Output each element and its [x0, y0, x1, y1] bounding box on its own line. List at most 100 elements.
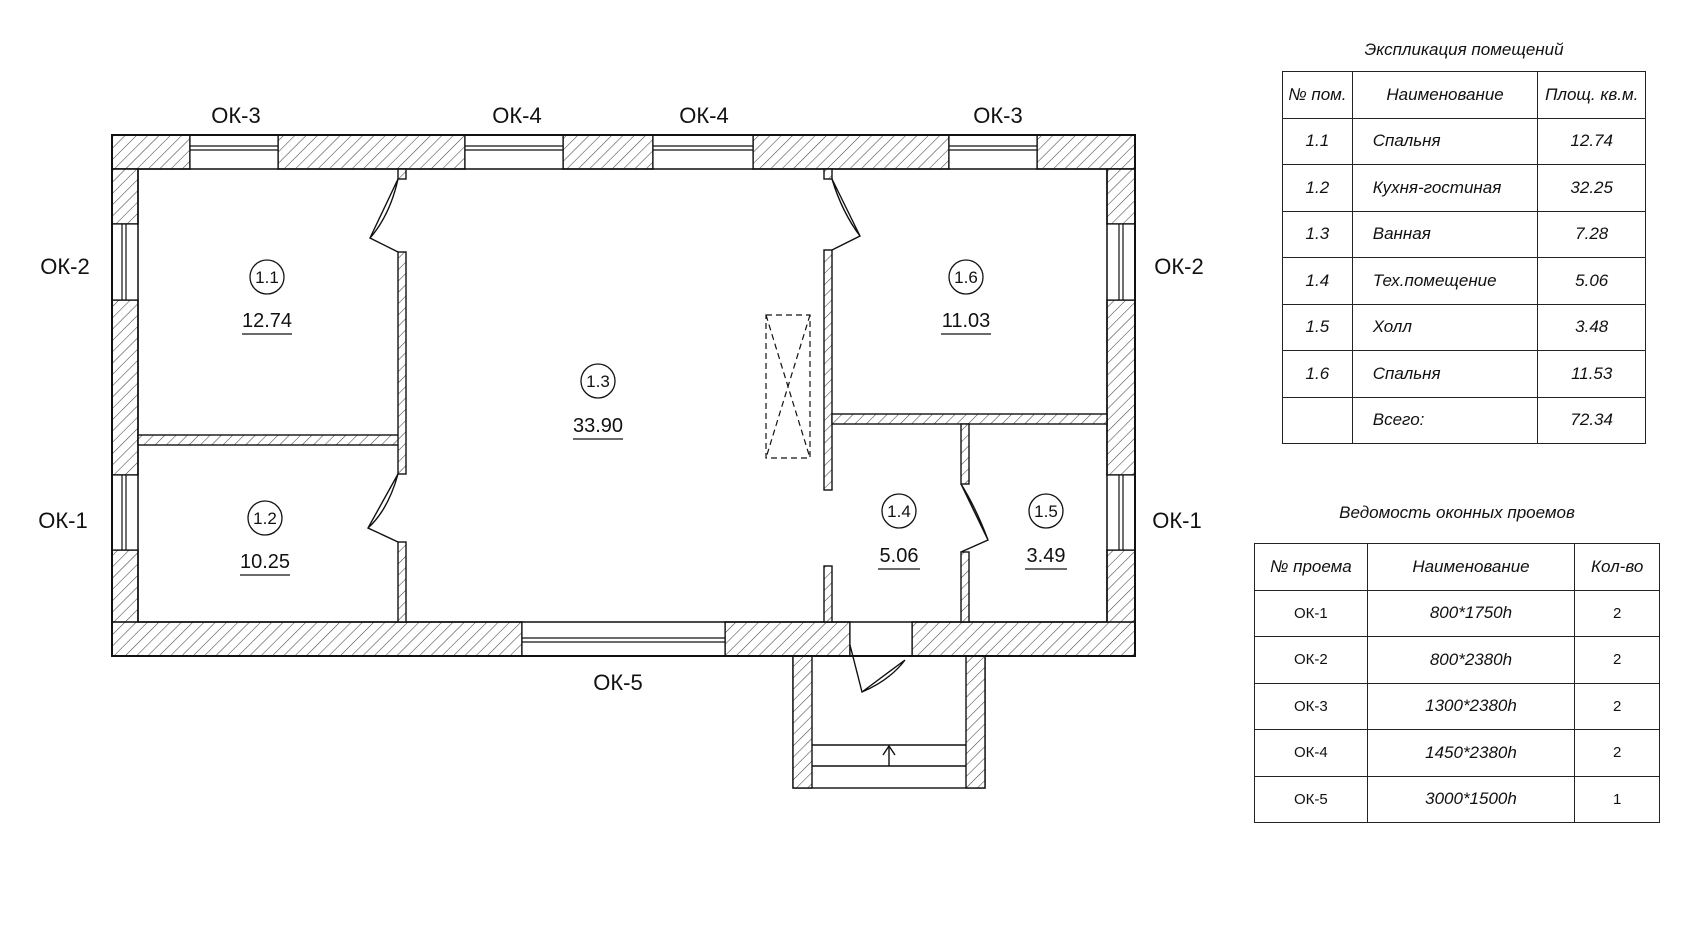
table-header-row: № проема Наименование Кол-во — [1254, 543, 1660, 591]
room-area: 3.49 — [1027, 545, 1066, 567]
table-row: ОК-1 800*1750h 2 — [1254, 589, 1660, 637]
header-cell: № проема — [1254, 543, 1368, 591]
room-1-5: 1.5 3.49 — [1025, 493, 1067, 570]
table-cell — [1282, 396, 1353, 444]
header-cell: № пом. — [1282, 71, 1353, 119]
table-cell: 800*2380h — [1366, 636, 1576, 684]
table-row: 1.3 Ванная 7.28 — [1282, 210, 1646, 258]
wall-top-5 — [1036, 134, 1136, 170]
window-top-1 — [189, 134, 279, 170]
door-entrance — [849, 644, 906, 694]
windows — [111, 134, 1136, 657]
wall-bottom-2 — [724, 621, 851, 657]
room-number: 1.2 — [253, 509, 277, 528]
table-row: ОК-3 1300*2380h 2 — [1254, 682, 1660, 730]
label-top-left: ОК-3 — [211, 103, 261, 128]
wall-right-1 — [1106, 168, 1136, 225]
table-header-row: № пом. Наименование Площ. кв.м. — [1282, 71, 1646, 119]
table-cell: 1.5 — [1282, 303, 1353, 351]
wall-int-v-right-top — [823, 168, 833, 180]
wall-left-1 — [111, 168, 139, 225]
room-area: 33.90 — [573, 415, 623, 437]
table-cell: Всего: — [1351, 396, 1539, 444]
wall-bottom-3 — [911, 621, 1136, 657]
window-left-1 — [111, 223, 139, 301]
wall-top-1 — [111, 134, 191, 170]
table-cell: 1.3 — [1282, 210, 1353, 258]
table-row: 1.6 Спальня 11.53 — [1282, 350, 1646, 398]
table-cell: ОК-3 — [1254, 682, 1368, 730]
room-area: 12.74 — [242, 310, 292, 332]
room-1-2: 1.2 10.25 — [240, 500, 290, 576]
window-bottom — [521, 621, 726, 657]
table-cell: 1.1 — [1282, 117, 1353, 165]
room-area: 5.06 — [880, 545, 919, 567]
table-cell: Холл — [1351, 303, 1539, 351]
table-total-row: Всего: 72.34 — [1282, 396, 1646, 444]
table-cell: 32.25 — [1537, 164, 1646, 212]
header-cell: Наименование — [1351, 71, 1539, 119]
table-cell: 2 — [1574, 589, 1660, 637]
wall-int-v-left-bot — [397, 541, 407, 623]
table-cell: 3000*1500h — [1366, 775, 1576, 823]
table-cell: 12.74 — [1537, 117, 1646, 165]
room-area: 10.25 — [240, 551, 290, 573]
table-row: 1.2 Кухня-гостиная 32.25 — [1282, 164, 1646, 212]
header-cell: Площ. кв.м. — [1537, 71, 1646, 119]
building-outline — [111, 134, 1136, 657]
table-cell: 2 — [1574, 636, 1660, 684]
room-number: 1.4 — [887, 502, 911, 521]
table-cell: ОК-1 — [1254, 589, 1368, 637]
table-cell: 3.48 — [1537, 303, 1646, 351]
label-right-upper: ОК-2 — [1154, 254, 1204, 279]
table-row: 1.4 Тех.помещение 5.06 — [1282, 257, 1646, 305]
wall-bottom-1 — [111, 621, 523, 657]
table-cell: ОК-2 — [1254, 636, 1368, 684]
table-cell: Спальня — [1351, 350, 1539, 398]
table-cell: ОК-4 — [1254, 729, 1368, 777]
header-cell: Кол-во — [1574, 543, 1660, 591]
table-row: ОК-5 3000*1500h 1 — [1254, 775, 1660, 823]
doors — [367, 178, 989, 694]
room-markers: 1.1 12.74 1.2 10.25 1.3 33.90 1.4 5.06 — [240, 259, 1067, 576]
windows-table: № проема Наименование Кол-во ОК-1 800*17… — [1254, 543, 1660, 823]
table-cell: 7.28 — [1537, 210, 1646, 258]
door-room-1-6 — [831, 178, 861, 251]
window-top-3 — [652, 134, 754, 170]
wall-int-v-left-mid — [397, 251, 407, 475]
table-cell: 1300*2380h — [1366, 682, 1576, 730]
table-cell: 5.06 — [1537, 257, 1646, 305]
room-1-4: 1.4 5.06 — [878, 493, 920, 570]
window-right-1 — [1106, 223, 1136, 301]
wall-top-3 — [562, 134, 654, 170]
window-right-2 — [1106, 474, 1136, 551]
label-bottom: ОК-5 — [593, 670, 643, 695]
label-top-right: ОК-3 — [973, 103, 1023, 128]
label-left-upper: ОК-2 — [40, 254, 90, 279]
table-row: 1.5 Холл 3.48 — [1282, 303, 1646, 351]
table-cell: 72.34 — [1537, 396, 1646, 444]
label-top-mid-left: ОК-4 — [492, 103, 542, 128]
label-top-mid-right: ОК-4 — [679, 103, 729, 128]
building-inner-outline — [137, 168, 1108, 623]
wall-int-h-right — [831, 413, 1108, 425]
wall-left-2 — [111, 299, 139, 476]
table-cell: 1450*2380h — [1366, 729, 1576, 777]
door-room-1-4 — [960, 483, 989, 553]
table-cell: Кухня-гостиная — [1351, 164, 1539, 212]
table-cell: Спальня — [1351, 117, 1539, 165]
table-row: 1.1 Спальня 12.74 — [1282, 117, 1646, 165]
label-right-lower: ОК-1 — [1152, 508, 1202, 533]
wall-int-h-left — [137, 434, 401, 446]
window-labels: ОК-3 ОК-4 ОК-4 ОК-3 ОК-2 ОК-1 ОК-2 ОК-1 … — [38, 103, 1204, 695]
windows-table-title: Ведомость оконных проемов — [1339, 503, 1575, 522]
wall-int-v-left-top — [397, 168, 407, 180]
room-number: 1.5 — [1034, 502, 1058, 521]
table-cell: Ванная — [1351, 210, 1539, 258]
table-cell: 11.53 — [1537, 350, 1646, 398]
room-1-1: 1.1 12.74 — [242, 259, 292, 335]
table-cell: 800*1750h — [1366, 589, 1576, 637]
wall-int-v-bath-top — [960, 423, 970, 485]
table-row: ОК-2 800*2380h 2 — [1254, 636, 1660, 684]
